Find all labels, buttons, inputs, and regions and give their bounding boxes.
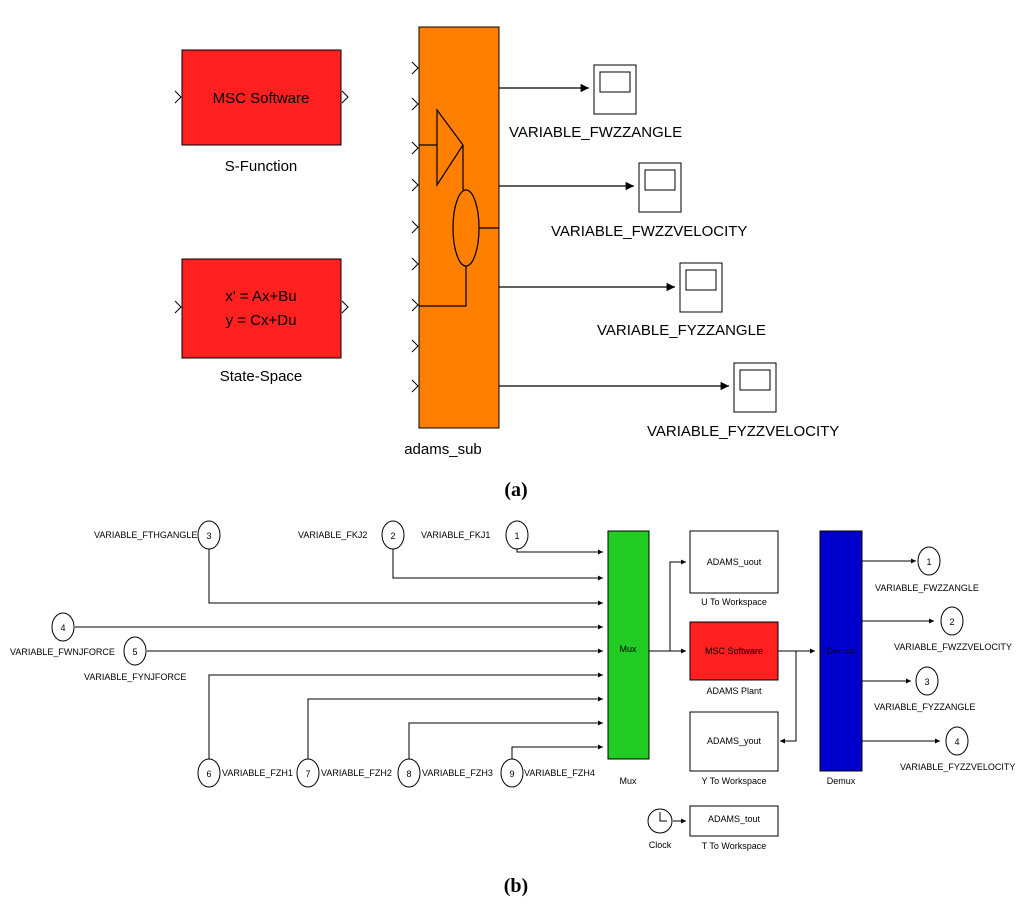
caption-a: (a)	[504, 479, 527, 501]
adams-plant-label: ADAMS Plant	[706, 686, 762, 696]
adams-sub-label: adams_sub	[404, 441, 482, 458]
statespace-line2: y = Cx+Du	[226, 312, 297, 329]
u-to-workspace-text: ADAMS_uout	[707, 557, 762, 567]
outport-1-num: 1	[926, 557, 931, 567]
sfunction-label: S-Function	[225, 158, 298, 175]
inport-5-num: 5	[132, 647, 137, 657]
scope-3-label: VARIABLE_FYZZANGLE	[597, 322, 766, 339]
inport-9-num: 9	[509, 769, 514, 779]
scope-2-label: VARIABLE_FWZZVELOCITY	[551, 223, 747, 240]
statespace-line1: x' = Ax+Bu	[225, 288, 296, 305]
demux-block[interactable]: Demux	[819, 530, 863, 772]
y-to-workspace-block[interactable]: ADAMS_yout	[689, 711, 779, 772]
inport-1-num: 1	[514, 531, 519, 541]
demux-text: Demux	[827, 646, 856, 656]
outport-3-num: 3	[924, 677, 929, 687]
inport-8[interactable]: 8	[397, 758, 421, 788]
scope-1-label: VARIABLE_FWZZANGLE	[509, 124, 682, 141]
inport-8-label: VARIABLE_FZH3	[422, 768, 493, 778]
t-to-workspace-block[interactable]: ADAMS_tout	[689, 805, 779, 837]
clock-label: Clock	[649, 840, 672, 850]
inport-7[interactable]: 7	[296, 758, 320, 788]
inport-1-label: VARIABLE_FKJ1	[421, 530, 490, 540]
panel-a: MSC Software S-Function x' = Ax+Bu y = C…	[174, 26, 839, 501]
scope-4[interactable]	[499, 362, 777, 413]
inport-2-num: 2	[390, 531, 395, 541]
u-to-workspace-label: U To Workspace	[701, 597, 767, 607]
inport-4-label: VARIABLE_FWNJFORCE	[10, 647, 115, 657]
y-to-workspace-label: Y To Workspace	[701, 776, 766, 786]
outport-4-num: 4	[954, 737, 959, 747]
t-to-workspace-text: ADAMS_tout	[708, 814, 761, 824]
scope-3[interactable]	[499, 262, 723, 313]
inport-5[interactable]: 5	[123, 636, 147, 666]
inport-4[interactable]: 4	[51, 612, 75, 642]
mux-text: Mux	[619, 644, 637, 654]
inport-2-label: VARIABLE_FKJ2	[298, 530, 367, 540]
inport-6-label: VARIABLE_FZH1	[222, 768, 293, 778]
inport-9[interactable]: 9	[500, 758, 524, 788]
inport-3-num: 3	[206, 531, 211, 541]
caption-b: (b)	[504, 875, 528, 897]
outport-2[interactable]: 2	[940, 606, 964, 636]
adams-plant-text: MSC Software	[705, 646, 763, 656]
statespace-block[interactable]: x' = Ax+Bu y = Cx+Du	[174, 258, 349, 359]
outport-4[interactable]: 4	[945, 726, 969, 756]
inport-3[interactable]: 3	[197, 520, 221, 550]
scope-2[interactable]	[499, 162, 682, 213]
inport-9-label: VARIABLE_FZH4	[524, 768, 595, 778]
outport-3[interactable]: 3	[915, 666, 939, 696]
scope-1[interactable]	[499, 64, 637, 115]
mux-input-lines	[75, 549, 603, 760]
outport-3-label: VARIABLE_FYZZANGLE	[874, 702, 975, 712]
inport-5-label: VARIABLE_FYNJFORCE	[84, 672, 186, 682]
u-to-workspace-block[interactable]: ADAMS_uout	[689, 530, 779, 594]
panel-b: Mux Mux ADAMS_uout U To Workspace MSC So…	[10, 520, 1015, 897]
inport-1[interactable]: 1	[505, 520, 529, 550]
outport-1-label: VARIABLE_FWZZANGLE	[875, 583, 979, 593]
y-to-workspace-text: ADAMS_yout	[707, 736, 762, 746]
inport-2[interactable]: 2	[381, 520, 405, 550]
inport-7-label: VARIABLE_FZH2	[321, 768, 392, 778]
inport-8-num: 8	[406, 769, 411, 779]
sfunction-text: MSC Software	[213, 90, 310, 107]
sfunction-block[interactable]: MSC Software	[174, 49, 349, 146]
outport-2-label: VARIABLE_FWZZVELOCITY	[894, 642, 1012, 652]
inport-7-num: 7	[305, 769, 310, 779]
outport-4-label: VARIABLE_FYZZVELOCITY	[900, 762, 1015, 772]
demux-label: Demux	[827, 776, 856, 786]
mux-label: Mux	[619, 776, 637, 786]
t-to-workspace-label: T To Workspace	[702, 841, 767, 851]
clock-block[interactable]	[647, 808, 673, 834]
mux-output-lines	[649, 559, 815, 744]
adams-plant-block[interactable]: MSC Software	[689, 621, 779, 681]
inport-6[interactable]: 6	[197, 758, 221, 788]
statespace-label: State-Space	[220, 368, 303, 385]
outport-2-num: 2	[949, 617, 954, 627]
inport-6-num: 6	[206, 769, 211, 779]
inport-4-num: 4	[60, 623, 65, 633]
mux-block[interactable]: Mux	[607, 530, 650, 760]
scope-4-label: VARIABLE_FYZZVELOCITY	[647, 423, 839, 440]
adams-sub-block[interactable]	[411, 26, 500, 429]
outport-1[interactable]: 1	[917, 546, 941, 576]
demux-output-lines	[862, 558, 940, 744]
inport-3-label: VARIABLE_FTHGANGLE	[94, 530, 197, 540]
